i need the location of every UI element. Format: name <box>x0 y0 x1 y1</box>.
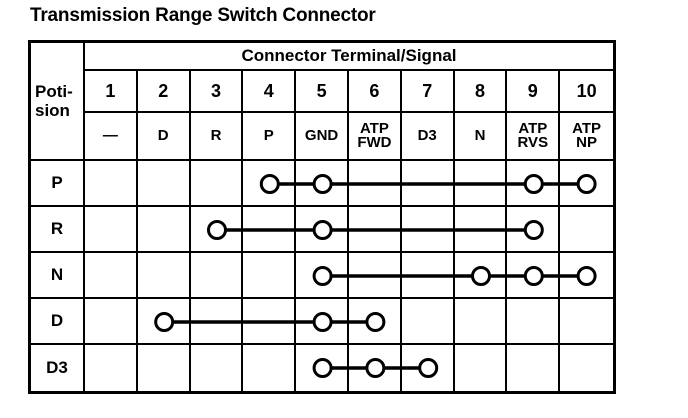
terminal-cell <box>190 253 244 299</box>
signal-header-5: GND <box>296 113 349 161</box>
position-column-header: Poti- sion <box>31 43 85 161</box>
terminal-header-8: 8 <box>454 71 508 113</box>
terminal-cell <box>507 161 561 207</box>
terminal-cell <box>560 207 613 253</box>
terminal-cell <box>243 161 297 207</box>
terminal-cell <box>137 161 191 207</box>
signal-header-10: ATP NP <box>560 113 613 161</box>
terminal-cell <box>401 161 455 207</box>
terminal-cell <box>560 299 613 345</box>
position-label-P: P <box>31 161 85 207</box>
terminal-cell <box>137 299 191 345</box>
terminal-cell <box>85 299 138 345</box>
signal-header-4: P <box>243 113 297 161</box>
terminal-cell <box>190 207 244 253</box>
terminal-cell <box>454 161 508 207</box>
terminal-cell <box>560 345 613 391</box>
group-header: Connector Terminal/Signal <box>85 43 613 71</box>
terminal-cell <box>85 207 138 253</box>
terminal-cell <box>243 253 297 299</box>
terminal-cell <box>401 207 455 253</box>
terminal-header-1: 1 <box>85 71 138 113</box>
terminal-cell <box>454 253 508 299</box>
terminal-cell <box>190 299 244 345</box>
terminal-cell <box>348 299 402 345</box>
terminal-cell <box>454 299 508 345</box>
terminal-header-6: 6 <box>348 71 402 113</box>
terminal-header-7: 7 <box>401 71 455 113</box>
terminal-cell <box>402 345 455 391</box>
terminal-cell <box>85 345 138 391</box>
terminal-cell <box>349 345 402 391</box>
signal-header-9: ATP RVS <box>507 113 561 161</box>
terminal-header-9: 9 <box>507 71 561 113</box>
position-header-line1: Poti- <box>35 81 73 101</box>
terminal-header-4: 4 <box>243 71 297 113</box>
page-title: Transmission Range Switch Connector <box>30 5 376 26</box>
terminal-header-5: 5 <box>296 71 349 113</box>
terminal-cell <box>348 253 402 299</box>
terminal-cell <box>296 253 349 299</box>
signal-header-6: ATP FWD <box>348 113 402 161</box>
signal-header-7: D3 <box>401 113 455 161</box>
terminal-cell <box>296 299 349 345</box>
terminal-cell <box>190 161 244 207</box>
terminal-cell <box>560 253 613 299</box>
terminal-cell <box>507 345 561 391</box>
terminal-cell <box>243 345 297 391</box>
terminal-cell <box>85 253 138 299</box>
terminal-cell <box>243 207 297 253</box>
terminal-cell <box>296 161 349 207</box>
terminal-cell <box>507 299 561 345</box>
terminal-cell <box>507 207 561 253</box>
terminal-cell <box>85 161 138 207</box>
position-header-line2: sion <box>35 101 70 120</box>
position-label-R: R <box>31 207 85 253</box>
position-label-D3: D3 <box>31 345 85 391</box>
terminal-cell <box>243 299 297 345</box>
position-label-D: D <box>31 299 85 345</box>
terminal-cell <box>137 207 191 253</box>
position-label-N: N <box>31 253 85 299</box>
terminal-cell <box>138 345 191 391</box>
terminal-cell <box>507 253 561 299</box>
terminal-cell <box>401 299 455 345</box>
signal-header-2: D <box>137 113 191 161</box>
terminal-cell <box>401 253 455 299</box>
terminal-cell <box>296 207 349 253</box>
terminal-cell <box>454 207 508 253</box>
terminal-header-2: 2 <box>137 71 191 113</box>
terminal-header-10: 10 <box>560 71 613 113</box>
terminal-header-3: 3 <box>190 71 244 113</box>
signal-header-1: — <box>85 113 138 161</box>
terminal-cell <box>296 345 349 391</box>
terminal-cell <box>560 161 613 207</box>
connector-table: Poti- sion Connector Terminal/Signal 1 2… <box>28 40 616 394</box>
terminal-cell <box>348 207 402 253</box>
signal-header-3: R <box>190 113 244 161</box>
terminal-cell <box>455 345 508 391</box>
terminal-cell <box>348 161 402 207</box>
signal-header-8: N <box>454 113 508 161</box>
terminal-cell <box>137 253 191 299</box>
terminal-cell <box>191 345 244 391</box>
